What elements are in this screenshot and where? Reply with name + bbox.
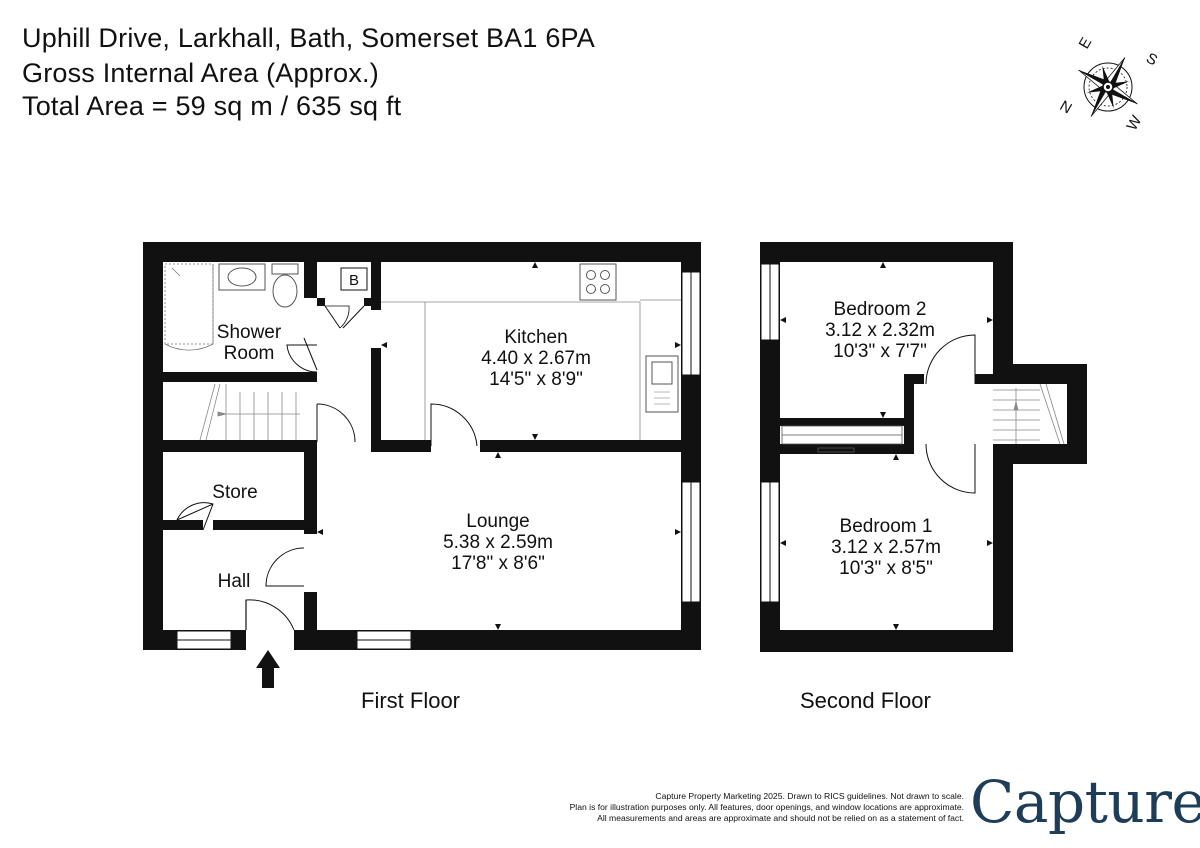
bedroom2-metric: 3.12 x 2.32m: [825, 320, 935, 341]
toilet-icon: [271, 263, 299, 308]
bedroom1-metric: 3.12 x 2.57m: [831, 537, 941, 558]
basin-icon: [218, 263, 266, 291]
boiler-label: B: [349, 272, 359, 289]
first-floor-plan: B: [143, 242, 701, 688]
disclaimer: Capture Property Marketing 2025. Drawn t…: [444, 791, 964, 824]
wardrobe-icon: [781, 425, 903, 453]
second-floor-stairs: [993, 383, 1065, 445]
bedroom1-name: Bedroom 1: [840, 516, 933, 537]
bedroom2-imperial: 10'3" x 7'7": [833, 341, 927, 362]
lounge-metric: 5.38 x 2.59m: [443, 532, 553, 553]
second-floor-measure-ticks: [780, 262, 993, 630]
property-address: Uphill Drive, Larkhall, Bath, Somerset B…: [22, 23, 595, 53]
area-title: Gross Internal Area (Approx.): [22, 58, 379, 88]
kitchen-imperial: 14'5" x 8'9": [489, 369, 583, 390]
disclaimer-line-2: Plan is for illustration purposes only. …: [569, 802, 964, 812]
second-floor-walls: [760, 242, 1087, 652]
shower-tray-icon: [164, 263, 214, 351]
shower-room-label-line2: Room: [224, 343, 275, 364]
shower-room-label-line1: Shower: [217, 322, 282, 343]
store-label: Store: [212, 482, 257, 503]
second-floor-plan: [760, 242, 1087, 652]
logo-text: Capture: [970, 768, 1200, 836]
kitchen-name: Kitchen: [504, 327, 567, 348]
bedroom2-name: Bedroom 2: [834, 299, 927, 320]
compass-west-label: W: [1124, 112, 1146, 133]
entrance-arrow-icon: [256, 650, 280, 688]
bedroom1-imperial: 10'3" x 8'5": [839, 558, 933, 579]
compass-rose-icon: [1078, 57, 1138, 117]
kitchen-worktop: [381, 299, 681, 440]
compass-north-label: N: [1057, 97, 1075, 117]
hob-icon: [579, 263, 617, 301]
first-floor-measure-ticks: [317, 262, 681, 630]
hall-label: Hall: [218, 571, 251, 592]
second-floor-windows: [760, 263, 780, 603]
lounge-imperial: 17'8" x 8'6": [451, 553, 545, 574]
kitchen-metric: 4.40 x 2.67m: [481, 348, 591, 369]
total-area: Total Area = 59 sq m / 635 sq ft: [22, 91, 402, 121]
sink-icon: [645, 355, 679, 413]
compass-east-label: E: [1076, 35, 1096, 52]
lounge-name: Lounge: [466, 511, 529, 532]
first-floor-windows: [176, 271, 701, 650]
capture-logo: Capture.: [970, 768, 1200, 836]
first-floor-label: First Floor: [361, 688, 460, 713]
first-floor-stairs: [199, 383, 300, 441]
disclaimer-line-3: All measurements and areas are approxima…: [597, 813, 964, 823]
boiler-cupboard: [317, 267, 372, 329]
compass-south-label: S: [1143, 50, 1160, 70]
disclaimer-line-1: Capture Property Marketing 2025. Drawn t…: [655, 791, 964, 801]
second-floor-label: Second Floor: [800, 688, 931, 713]
